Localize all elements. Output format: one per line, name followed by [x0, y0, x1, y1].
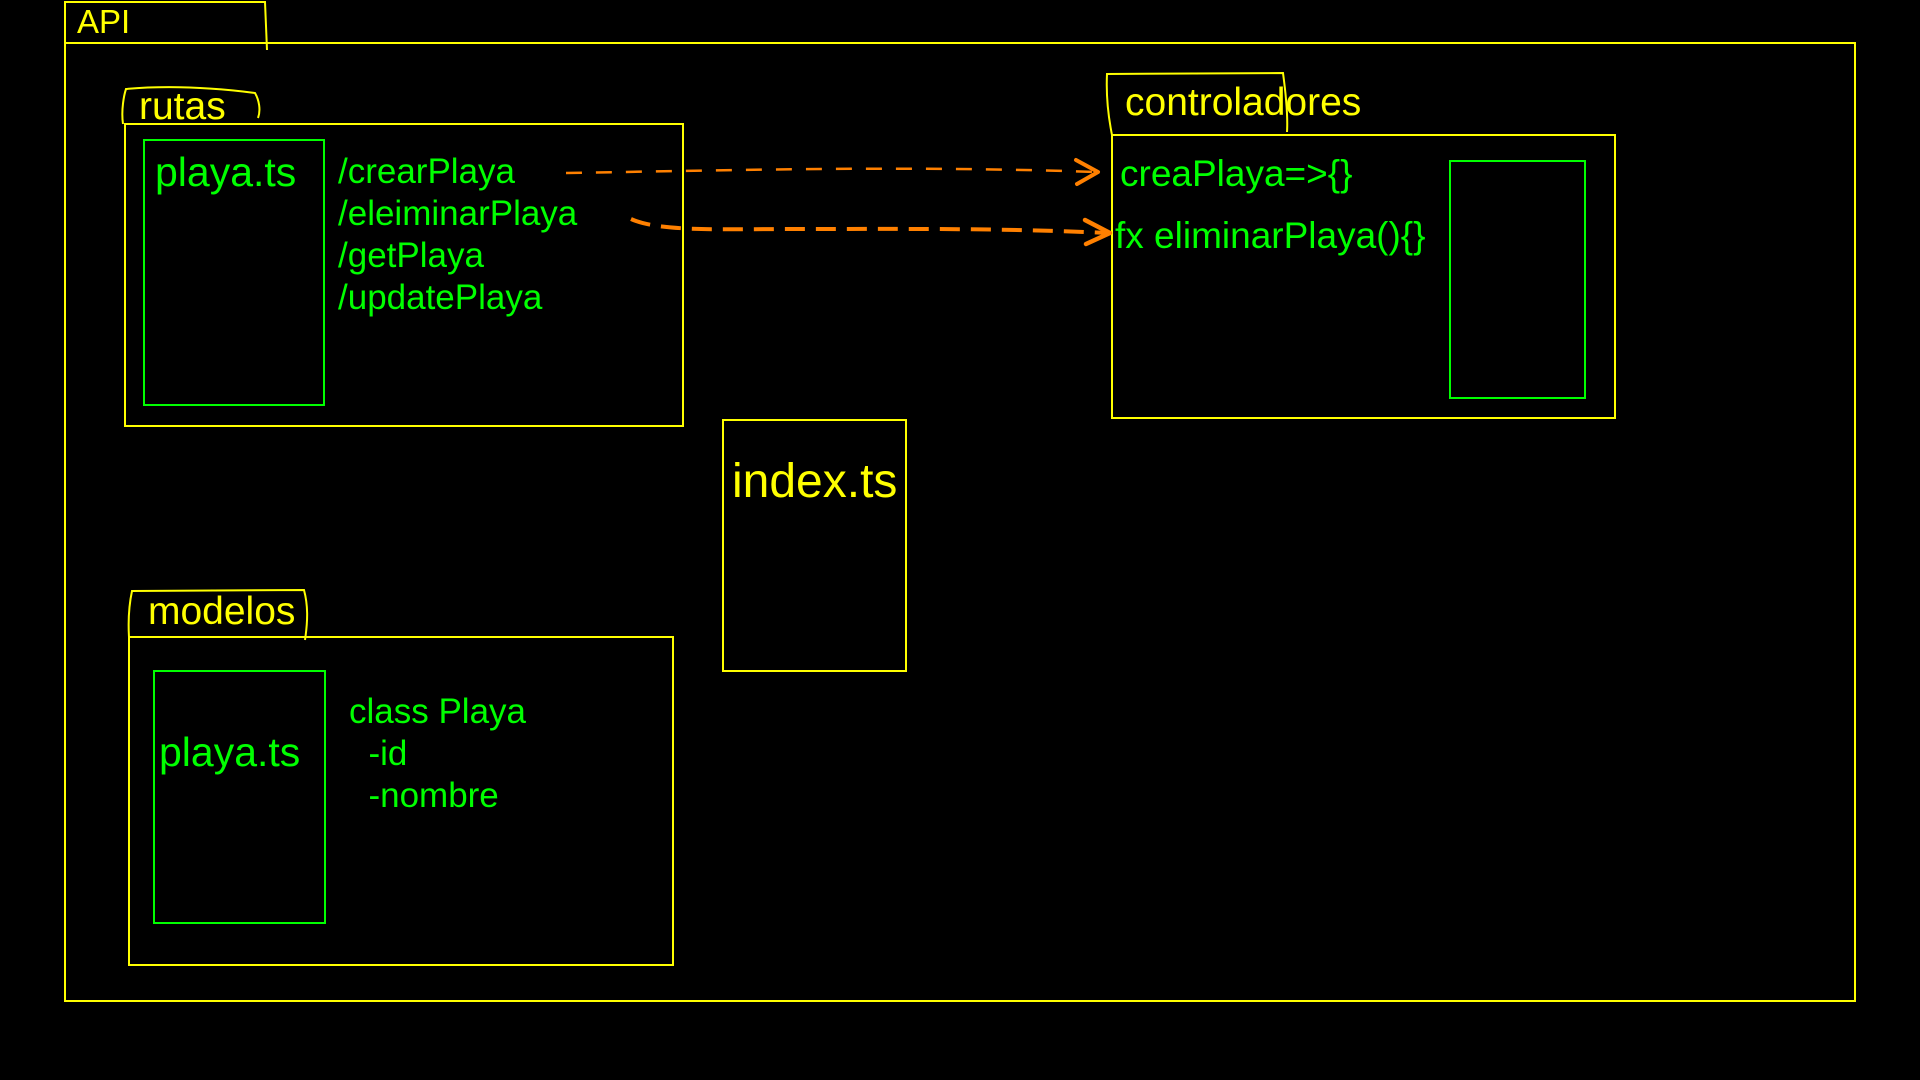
route-item: /eleiminarPlaya	[338, 194, 578, 233]
controladores-label: controladores	[1125, 81, 1362, 124]
modelos-file-label: playa.ts	[159, 729, 301, 775]
connection-eliminar-arrow	[630, 217, 1113, 247]
modelos-file-box	[153, 670, 326, 924]
controladores-inner-box	[1449, 160, 1586, 399]
rutas-label: rutas	[139, 85, 226, 128]
class-line: -nombre	[349, 776, 499, 815]
index-file-label: index.ts	[732, 455, 898, 508]
rutas-tab	[121, 86, 261, 125]
route-item: /getPlaya	[338, 236, 484, 275]
class-line: class Playa	[349, 692, 527, 731]
controller-function: fx eliminarPlaya(){}	[1115, 215, 1426, 256]
route-item: /crearPlaya	[338, 152, 516, 191]
modelos-tab	[127, 588, 309, 641]
index-box	[722, 419, 907, 672]
api-label: API	[77, 3, 131, 40]
api-tab	[64, 1, 268, 51]
controller-function: creaPlaya=>{}	[1120, 153, 1353, 194]
connection-crear-arrow	[565, 158, 1100, 186]
rutas-file-label: playa.ts	[155, 149, 297, 195]
route-item: /updatePlaya	[338, 278, 543, 317]
modelos-package	[127, 588, 674, 966]
controladores-tab	[1105, 71, 1289, 136]
arrowhead-icon	[1074, 158, 1100, 186]
controladores-package	[1105, 71, 1616, 419]
arrowhead-icon	[1082, 217, 1113, 247]
rutas-file-box	[143, 139, 325, 406]
modelos-label: modelos	[148, 590, 296, 633]
class-line: -id	[349, 734, 408, 773]
rutas-package	[121, 86, 684, 427]
api-container	[64, 1, 1856, 1002]
